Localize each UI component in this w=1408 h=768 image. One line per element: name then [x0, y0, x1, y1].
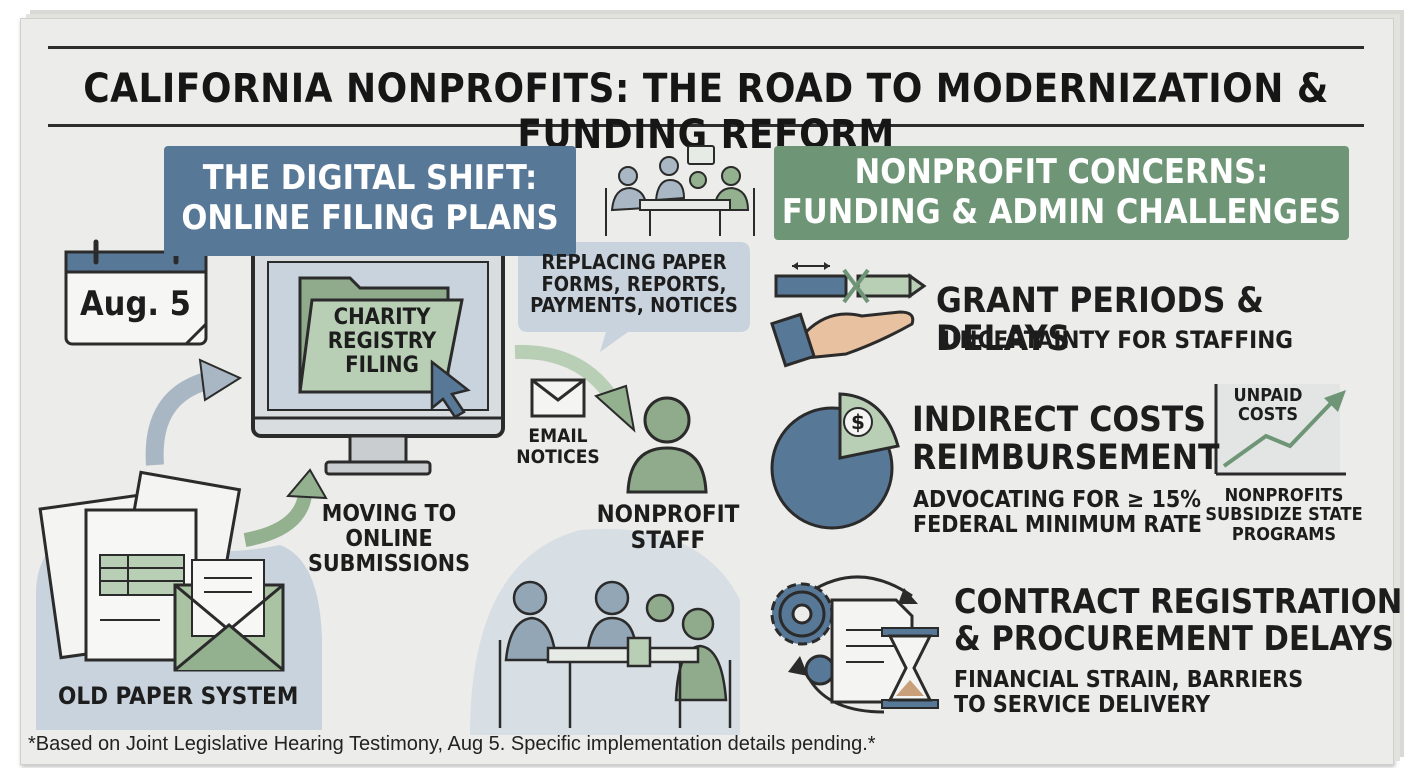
chart-label-line: UNPAID: [1233, 385, 1303, 406]
folder-label-line: CHARITY: [333, 305, 431, 330]
email-label-line: NOTICES: [516, 445, 600, 468]
email-notices-label: EMAIL NOTICES: [508, 426, 608, 467]
banner-line: FUNDING & ADMIN CHALLENGES: [781, 192, 1342, 232]
svg-text:$: $: [851, 410, 865, 434]
meeting-group-icon: [605, 145, 755, 236]
heading-line: CONTRACT REGISTRATION: [954, 582, 1403, 622]
curved-arrow-right-icon: [243, 468, 328, 547]
title-rule-bottom: [48, 124, 1364, 127]
subtext-line: FINANCIAL STRAIN, BARRIERS: [954, 667, 1304, 693]
moving-label-line: SUBMISSIONS: [307, 550, 471, 577]
open-envelope-icon: [173, 559, 285, 672]
dollar-icon: $: [843, 407, 873, 437]
contract-registration-subtext: FINANCIAL STRAIN, BARRIERS TO SERVICE DE…: [954, 668, 1303, 718]
meeting-scene-icon: [498, 580, 732, 728]
banner-line: THE DIGITAL SHIFT:: [202, 158, 538, 198]
banner-line: ONLINE FILING PLANS: [181, 198, 559, 238]
indirect-costs-subtext: ADVOCATING FOR ≥ 15% FEDERAL MINIMUM RAT…: [913, 488, 1202, 538]
digital-shift-banner: THE DIGITAL SHIFT: ONLINE FILING PLANS: [164, 146, 576, 256]
bubble-line: PAYMENTS, NOTICES: [530, 293, 738, 318]
title-rule-top: [48, 46, 1364, 49]
banner-line: NONPROFIT CONCERNS:: [854, 152, 1269, 192]
person-icon: [626, 396, 708, 494]
moving-label-line: ONLINE: [345, 525, 433, 552]
subtext-line: TO SERVICE DELIVERY: [954, 691, 1211, 718]
bubble-line: REPLACING PAPER: [541, 250, 727, 274]
envelope-icon: [530, 378, 586, 418]
gear-icon: [770, 582, 836, 686]
heading-line: REIMBURSEMENT: [912, 437, 1220, 478]
moving-online-label: MOVING TO ONLINE SUBMISSIONS: [306, 502, 472, 576]
folder-icon: [298, 276, 464, 394]
subsidize-label: NONPROFITS SUBSIDIZE STATE PROGRAMS: [1198, 485, 1370, 545]
staff-label-line: STAFF: [630, 525, 706, 554]
line-chart-icon: [1214, 384, 1346, 476]
heading-line: & PROCUREMENT DELAYS: [954, 618, 1394, 659]
subsidize-label-line: PROGRAMS: [1231, 523, 1337, 545]
broken-bar-icon: [774, 262, 927, 304]
curved-arrow-up-icon: [145, 358, 243, 466]
hourglass-icon: [881, 627, 939, 709]
speech-bubble-icon: [518, 242, 750, 352]
replacing-paper-text: REPLACING PAPER FORMS, REPORTS, PAYMENTS…: [522, 250, 746, 318]
chart-label-line: COSTS: [1237, 404, 1299, 426]
moving-label-line: MOVING TO: [321, 501, 457, 527]
grant-periods-subtext: UNCERTAINTY FOR STAFFING: [942, 326, 1293, 354]
indirect-costs-heading: INDIRECT COSTS REIMBURSEMENT: [912, 400, 1220, 478]
staff-label-line: NONPROFIT: [596, 500, 740, 528]
arrow-to-staff-icon: [514, 344, 636, 433]
heading-line: INDIRECT COSTS: [912, 400, 1206, 440]
footnote: *Based on Joint Legislative Hearing Test…: [28, 733, 876, 755]
pie-chart-icon: [770, 392, 900, 530]
folder-label-line: FILING: [345, 352, 419, 378]
bubble-line: FORMS, REPORTS,: [541, 271, 727, 296]
folder-label-line: REGISTRY: [327, 328, 437, 354]
calendar-date: Aug. 5: [80, 284, 191, 324]
nonprofit-staff-label: NONPROFIT STAFF: [590, 500, 746, 554]
subsidize-label-line: SUBSIDIZE STATE: [1205, 504, 1363, 526]
cursor-icon: [430, 359, 471, 419]
folder-label: CHARITY REGISTRY FILING: [312, 306, 452, 377]
email-label-line: EMAIL: [528, 425, 588, 447]
contract-registration-heading: CONTRACT REGISTRATION & PROCUREMENT DELA…: [954, 584, 1402, 657]
calendar-icon: [64, 239, 208, 346]
concerns-banner: NONPROFIT CONCERNS: FUNDING & ADMIN CHAL…: [774, 146, 1349, 240]
unpaid-costs-chart-label: UNPAID COSTS: [1228, 386, 1308, 425]
subtext-line: FEDERAL MINIMUM RATE: [913, 511, 1202, 538]
cycle-arrow-icon: [788, 575, 918, 714]
hand-icon: [770, 310, 915, 368]
old-paper-system-label: OLD PAPER SYSTEM: [58, 682, 299, 710]
grant-periods-heading: GRANT PERIODS & DELAYS: [936, 281, 1264, 359]
subsidize-label-line: NONPROFITS: [1224, 485, 1344, 506]
subtext-line: ADVOCATING FOR ≥ 15%: [913, 487, 1202, 513]
